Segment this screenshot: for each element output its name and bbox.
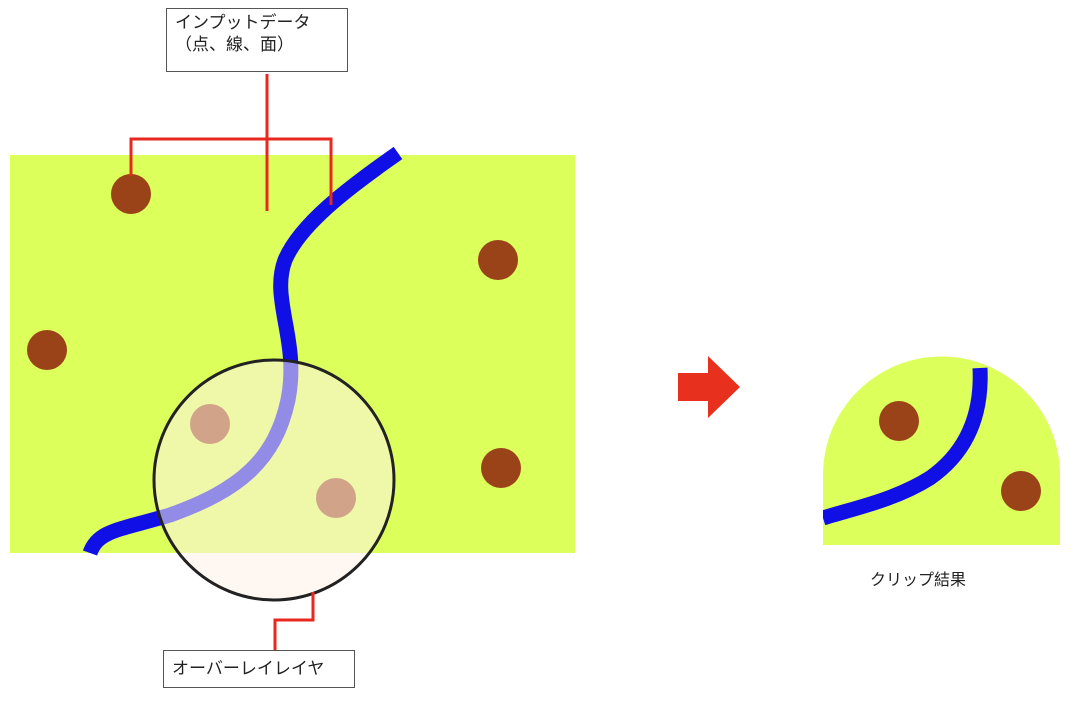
input-point bbox=[481, 448, 521, 488]
clip-result-caption: クリップ結果 bbox=[870, 570, 967, 589]
input-data-label: インプットデータ （点、線、面） bbox=[166, 8, 348, 72]
clip-result bbox=[823, 356, 1060, 545]
result-point bbox=[879, 401, 919, 441]
arrow-right-icon bbox=[678, 356, 740, 418]
input-leader-lines bbox=[129, 74, 333, 211]
overlay-circle bbox=[152, 358, 396, 602]
result-line bbox=[823, 367, 988, 526]
input-point bbox=[478, 240, 518, 280]
overlay-leader-line bbox=[273, 592, 315, 650]
input-point bbox=[111, 174, 151, 214]
input-point bbox=[27, 330, 67, 370]
result-point bbox=[1001, 471, 1041, 511]
overlay-layer-label: オーバーレイレイヤ bbox=[163, 650, 355, 688]
